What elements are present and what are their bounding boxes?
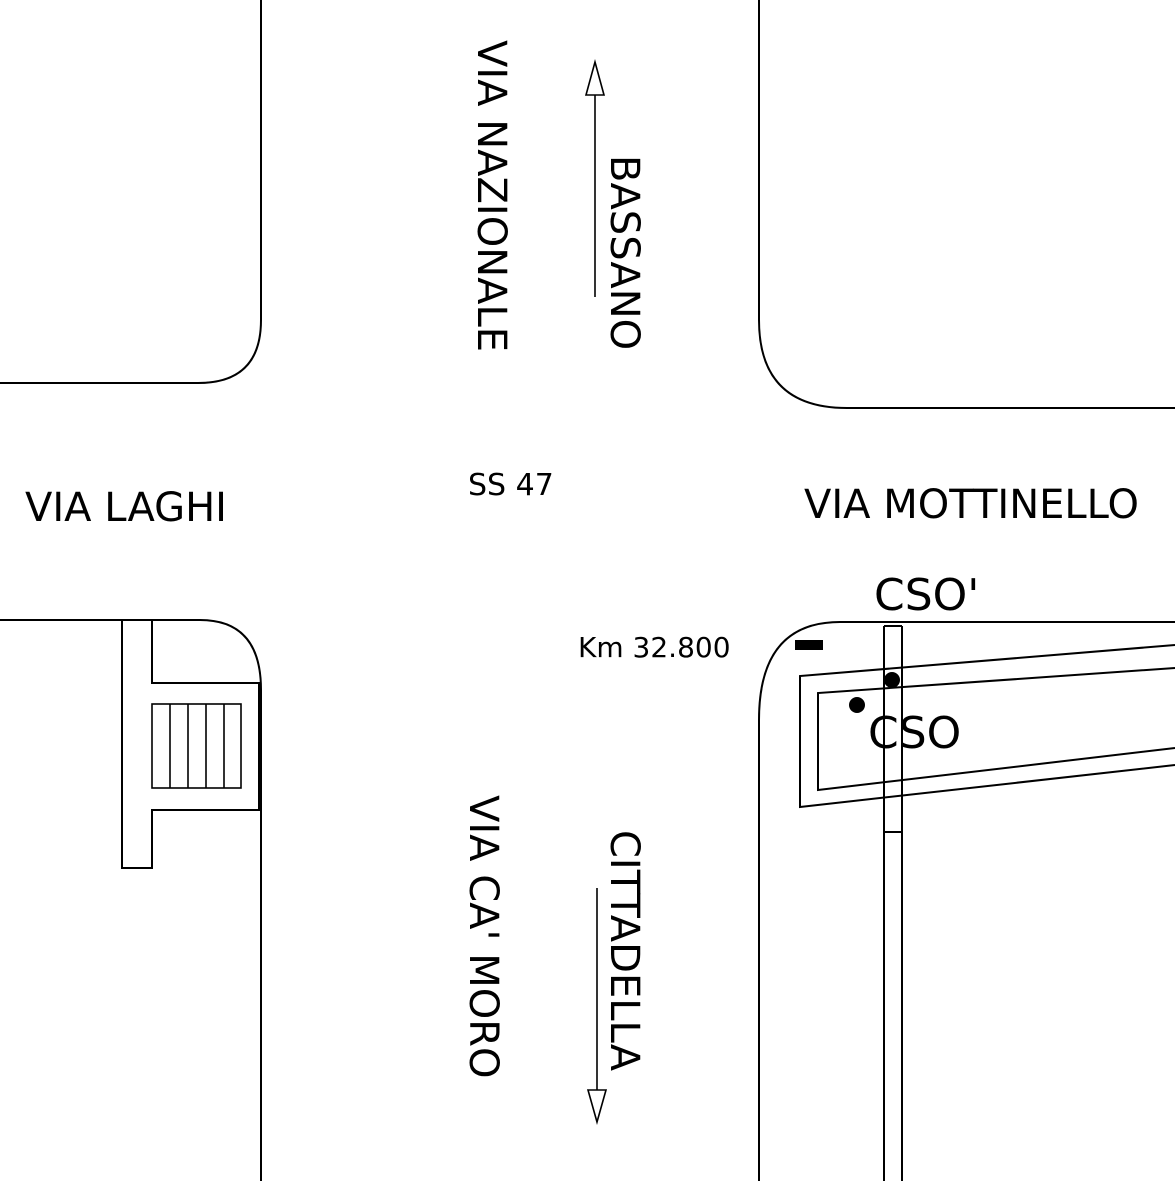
curb-bottom-left — [0, 619, 262, 1181]
label-cso-prime: CSO' — [874, 570, 979, 621]
building-outline — [121, 620, 260, 869]
pedestrian-crosswalk — [151, 703, 242, 789]
vertical-pole-line — [883, 625, 903, 1181]
label-cittadella: CITTADELLA — [601, 830, 647, 1072]
sensor-dot-lower — [849, 697, 865, 713]
arrow-up-icon — [584, 58, 606, 297]
label-cso: CSO — [868, 708, 961, 759]
curb-bottom-right — [758, 621, 1175, 1181]
traffic-island-inner — [817, 667, 1175, 792]
label-via-ca-moro: VIA CA' MORO — [460, 795, 506, 1079]
curb-top-left — [0, 0, 262, 384]
label-via-laghi: VIA LAGHI — [25, 485, 227, 531]
arrow-down-icon — [586, 888, 608, 1125]
label-via-nazionale: VIA NAZIONALE — [468, 40, 514, 352]
label-bassano: BASSANO — [601, 155, 647, 350]
label-via-mottinello: VIA MOTTINELLO — [804, 482, 1139, 528]
label-km: Km 32.800 — [578, 631, 731, 664]
traffic-island-outer — [799, 644, 1175, 809]
curb-top-right — [758, 0, 1175, 409]
label-ss47: SS 47 — [468, 468, 554, 503]
km-marker-bar — [795, 640, 823, 650]
sensor-dot-upper — [884, 672, 900, 688]
